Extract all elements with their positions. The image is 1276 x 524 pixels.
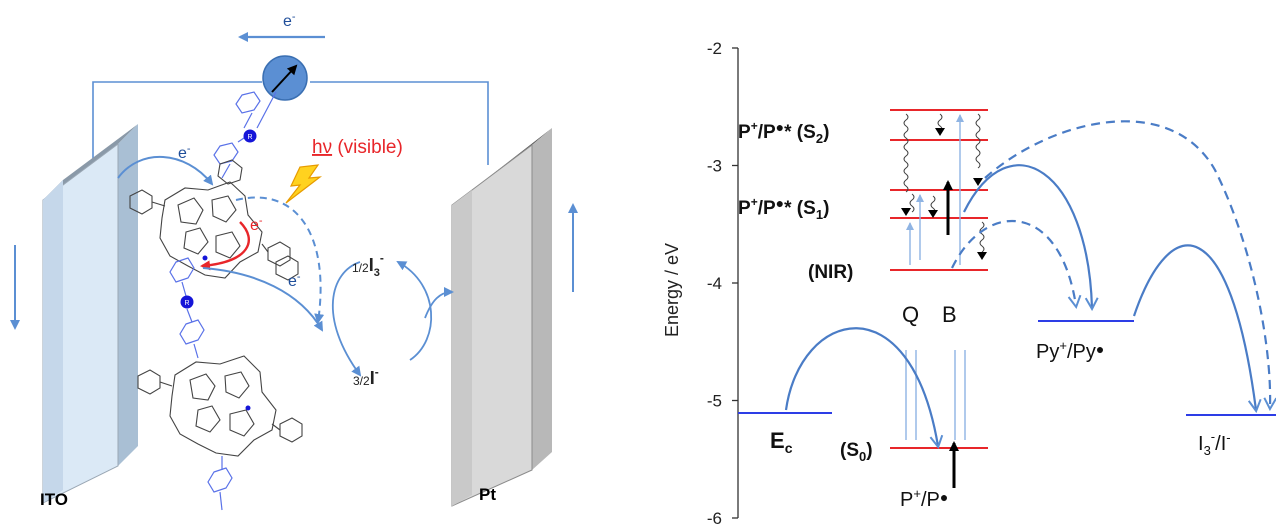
iodide-label: 3/2I- bbox=[353, 365, 379, 388]
label-b: B bbox=[942, 302, 957, 327]
label-i3: I3-/I- bbox=[1198, 429, 1231, 458]
atom-bottom bbox=[245, 405, 251, 411]
external-circuit-wire bbox=[92, 81, 262, 160]
py-to-i3-arc bbox=[1132, 244, 1256, 410]
redox-to-pt-arrow bbox=[424, 287, 454, 319]
electron-injection-label: e- bbox=[178, 143, 191, 162]
label-s0: (S0) bbox=[840, 440, 873, 464]
y-ticks: -2 -3 -4 -5 -6 bbox=[707, 39, 738, 524]
y-tick-label: -5 bbox=[707, 392, 722, 411]
pt-electrode bbox=[451, 128, 552, 507]
red-electron-arrow bbox=[200, 221, 250, 271]
ito-electrode bbox=[42, 124, 138, 504]
label-s2: P+/P●* (S2) bbox=[738, 119, 829, 146]
atom-top bbox=[202, 255, 208, 261]
regeneration-label: e- bbox=[288, 271, 301, 290]
absorption-arrows bbox=[905, 114, 966, 440]
node-top bbox=[243, 129, 257, 143]
label-py: Py+/Py● bbox=[1036, 338, 1104, 363]
node-middle-label: R bbox=[184, 300, 189, 307]
porphyrin-top-icon bbox=[129, 159, 291, 279]
left-panel: e- ITO Pt bbox=[10, 11, 578, 511]
y-tick-label: -2 bbox=[707, 39, 722, 58]
label-ec: Ec bbox=[770, 428, 793, 456]
triiodide-label: 1/2I3- bbox=[352, 251, 384, 279]
label-ground: P+/P● bbox=[900, 486, 948, 511]
electron-injection-arrow bbox=[117, 156, 214, 186]
dashed-recombination-arrow bbox=[235, 196, 325, 324]
middle-linker bbox=[169, 257, 195, 297]
label-q: Q bbox=[902, 302, 919, 327]
ec-to-s0-arc bbox=[784, 327, 938, 446]
light-bolt-icon bbox=[285, 164, 323, 204]
ammeter-icon bbox=[262, 55, 308, 101]
bottom-linker bbox=[207, 456, 233, 511]
middle-linker-lower bbox=[179, 308, 205, 359]
node-top-label: R bbox=[247, 134, 252, 141]
relaxation-wavy-lines bbox=[903, 113, 985, 253]
regeneration-arrow bbox=[202, 267, 324, 332]
red-electron-label: e- bbox=[250, 215, 263, 234]
hv-label: hν (visible) bbox=[312, 137, 403, 158]
redox-cycle-right-arc bbox=[396, 261, 432, 361]
nir-to-py-dashed-arc bbox=[951, 220, 1076, 306]
ito-label: ITO bbox=[40, 490, 68, 509]
electron-flow-top-label: e- bbox=[283, 11, 296, 30]
porphyrin-bottom-icon bbox=[137, 255, 303, 457]
pt-label: Pt bbox=[479, 485, 496, 504]
label-s1: P+/P●* (S1) bbox=[738, 195, 829, 222]
y-tick-label: -3 bbox=[707, 157, 722, 176]
y-tick-label: -6 bbox=[707, 509, 722, 524]
y-tick-label: -4 bbox=[707, 274, 722, 293]
energy-diagram: -2 -3 -4 -5 -6 Energy / eV bbox=[662, 39, 1276, 524]
label-nir: (NIR) bbox=[808, 262, 853, 283]
top-linker bbox=[213, 91, 277, 179]
s2-to-i3-dashed-arc bbox=[984, 120, 1270, 408]
external-circuit-wire-right bbox=[310, 81, 489, 165]
s1-to-py-arc bbox=[963, 164, 1092, 308]
node-middle bbox=[180, 295, 194, 309]
y-axis-label: Energy / eV bbox=[662, 243, 682, 337]
relaxation-arrow-heads bbox=[901, 128, 987, 260]
redox-cycle-left-arc bbox=[331, 261, 362, 377]
